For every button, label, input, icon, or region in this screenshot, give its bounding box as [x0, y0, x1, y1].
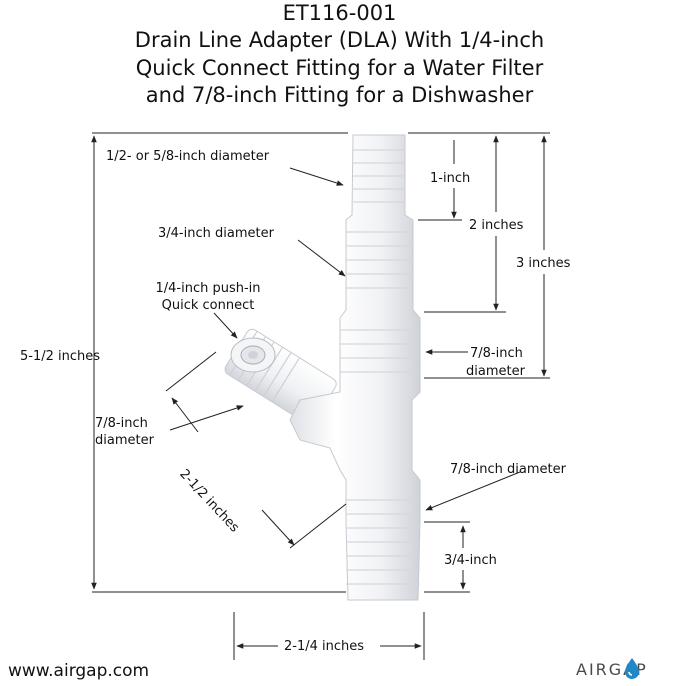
title-line-4: and 7/8-inch Fitting for a Dishwasher — [145, 83, 534, 107]
quick-connect-cap — [230, 337, 276, 373]
water-drop-icon — [625, 658, 639, 679]
overall-height-label: 5-1/2 inches — [20, 349, 101, 364]
branch-diameter-label-line1: 7/8-inch — [95, 416, 148, 431]
fitting-body — [224, 134, 421, 601]
one-inch-label: 1-inch — [430, 171, 471, 186]
branch-diameter-label-line2: diameter — [95, 433, 154, 448]
airgap-logo: AIRGAP — [576, 657, 676, 683]
website-link[interactable]: www.airgap.com — [8, 661, 150, 681]
top-diameter-label: 1/2- or 5/8-inch diameter — [106, 149, 270, 164]
push-in-label-line1: 1/4-inch push-in — [155, 281, 261, 296]
push-in-label-line2: Quick connect — [161, 298, 255, 313]
three-quarter-diameter-label: 3/4-inch diameter — [158, 226, 274, 241]
three-inches-label: 3 inches — [516, 256, 571, 271]
dimension-lines — [91, 132, 550, 660]
two-inches-label: 2 inches — [469, 218, 524, 233]
mid-diameter-label-line2: diameter — [466, 364, 525, 379]
part-number-title: ET116-001 — [282, 1, 397, 25]
mid-diameter-label-line1: 7/8-inch — [470, 346, 523, 361]
title-line-3: Quick Connect Fitting for a Water Filter — [135, 56, 544, 80]
title-line-2: Drain Line Adapter (DLA) With 1/4-inch — [134, 28, 545, 52]
three-quarter-inch-label: 3/4-inch — [444, 553, 497, 568]
overall-width-label: 2-1/4 inches — [284, 639, 365, 654]
bottom-diameter-label: 7/8-inch diameter — [450, 462, 566, 477]
